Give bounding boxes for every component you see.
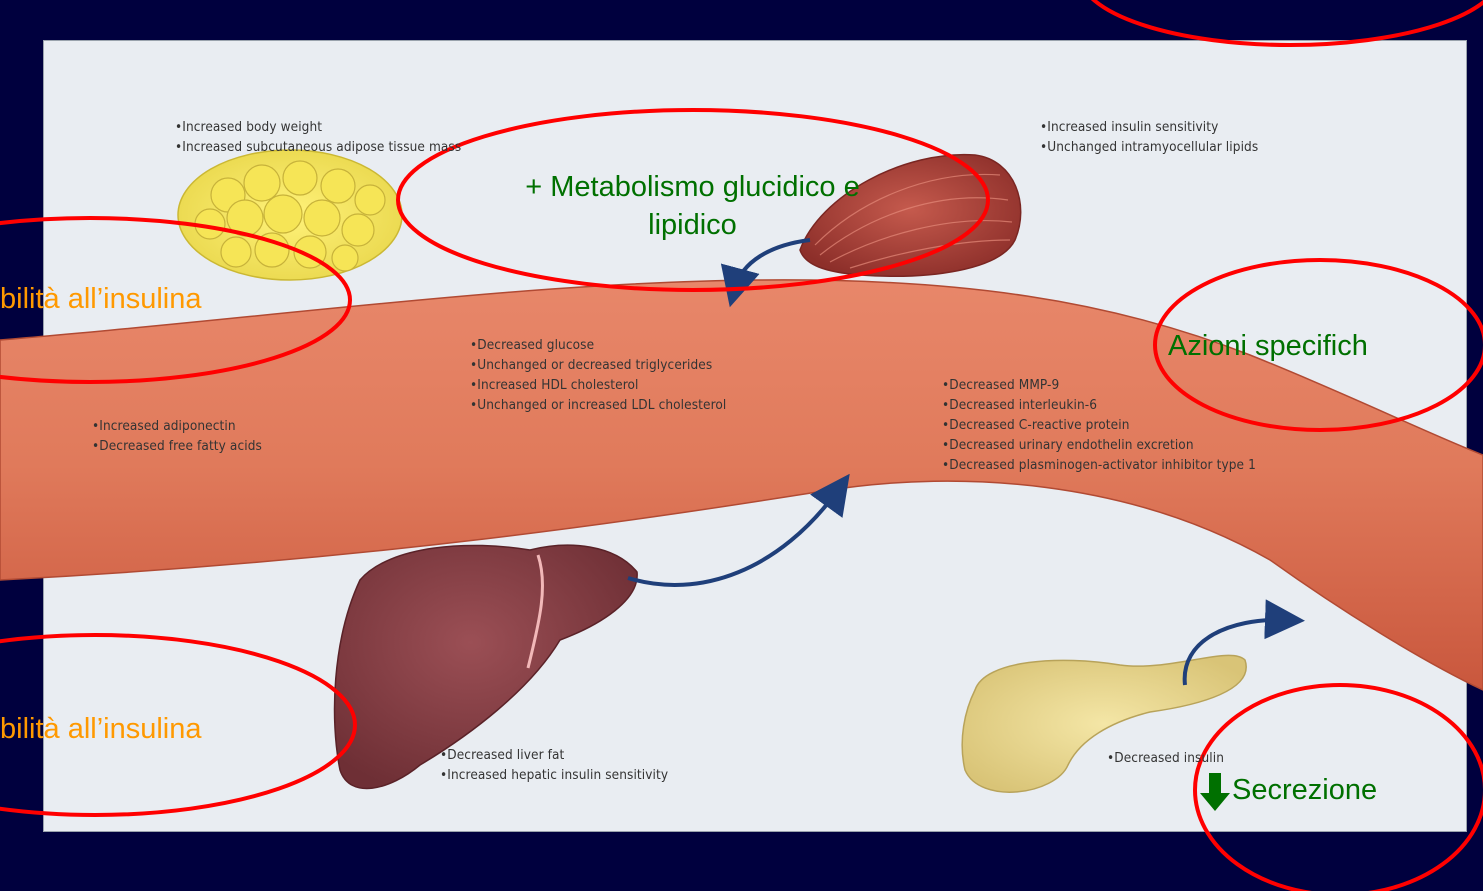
adipose-tissue [178,150,402,280]
bullet-item: Decreased free fatty acids [92,436,262,456]
bullet-item: Decreased insulin [1107,748,1224,768]
bullet-item: Decreased liver fat [440,745,668,765]
pancreas-bullets: Decreased insulin [1107,748,1224,768]
bullet-item: Decreased MMP-9 [942,375,1256,395]
bullet-item: Increased hepatic insulin sensitivity [440,765,668,785]
metabolism-callout-line2: lipidico [400,206,985,244]
metabolism-callout-line1: + Metabolismo glucidico e [400,168,985,206]
down-arrow-icon [1200,773,1230,811]
liver-bullets: Decreased liver fat Increased hepatic in… [440,745,668,785]
bullet-item: Increased HDL cholesterol [470,375,726,395]
sensitivity-top-callout: bilità all’insulina [0,283,202,316]
bullet-item: Decreased C-reactive protein [942,415,1256,435]
vessel-right-bullets: Decreased MMP-9 Decreased interleukin-6 … [942,375,1256,475]
bullet-item: Decreased glucose [470,335,726,355]
bullet-item: Increased adiponectin [92,416,262,436]
bullet-item: Increased body weight [175,117,461,137]
bullet-item: Decreased urinary endothelin excretion [942,435,1256,455]
bullet-item: Unchanged or increased LDL cholesterol [470,395,726,415]
adipose-bullets: Increased body weight Increased subcutan… [175,117,461,157]
bullet-item: Unchanged or decreased triglycerides [470,355,726,375]
circle-top-right-partial [1080,0,1483,45]
vessel-left-bullets: Increased adiponectin Decreased free fat… [92,416,262,456]
muscle-bullets: Increased insulin sensitivity Unchanged … [1040,117,1258,157]
sensitivity-bottom-callout: bilità all’insulina [0,713,202,746]
pancreas [962,655,1246,792]
secretion-callout: Secrezione [1232,774,1377,807]
bullet-item: Decreased plasminogen-activator inhibito… [942,455,1256,475]
specific-actions-callout: Azioni specifich [1168,330,1368,363]
bullet-item: Increased subcutaneous adipose tissue ma… [175,137,461,157]
metabolism-callout: + Metabolismo glucidico e lipidico [400,168,985,244]
bullet-item: Decreased interleukin-6 [942,395,1256,415]
bullet-item: Unchanged intramyocellular lipids [1040,137,1258,157]
bullet-item: Increased insulin sensitivity [1040,117,1258,137]
vessel-middle-bullets: Decreased glucose Unchanged or decreased… [470,335,726,415]
